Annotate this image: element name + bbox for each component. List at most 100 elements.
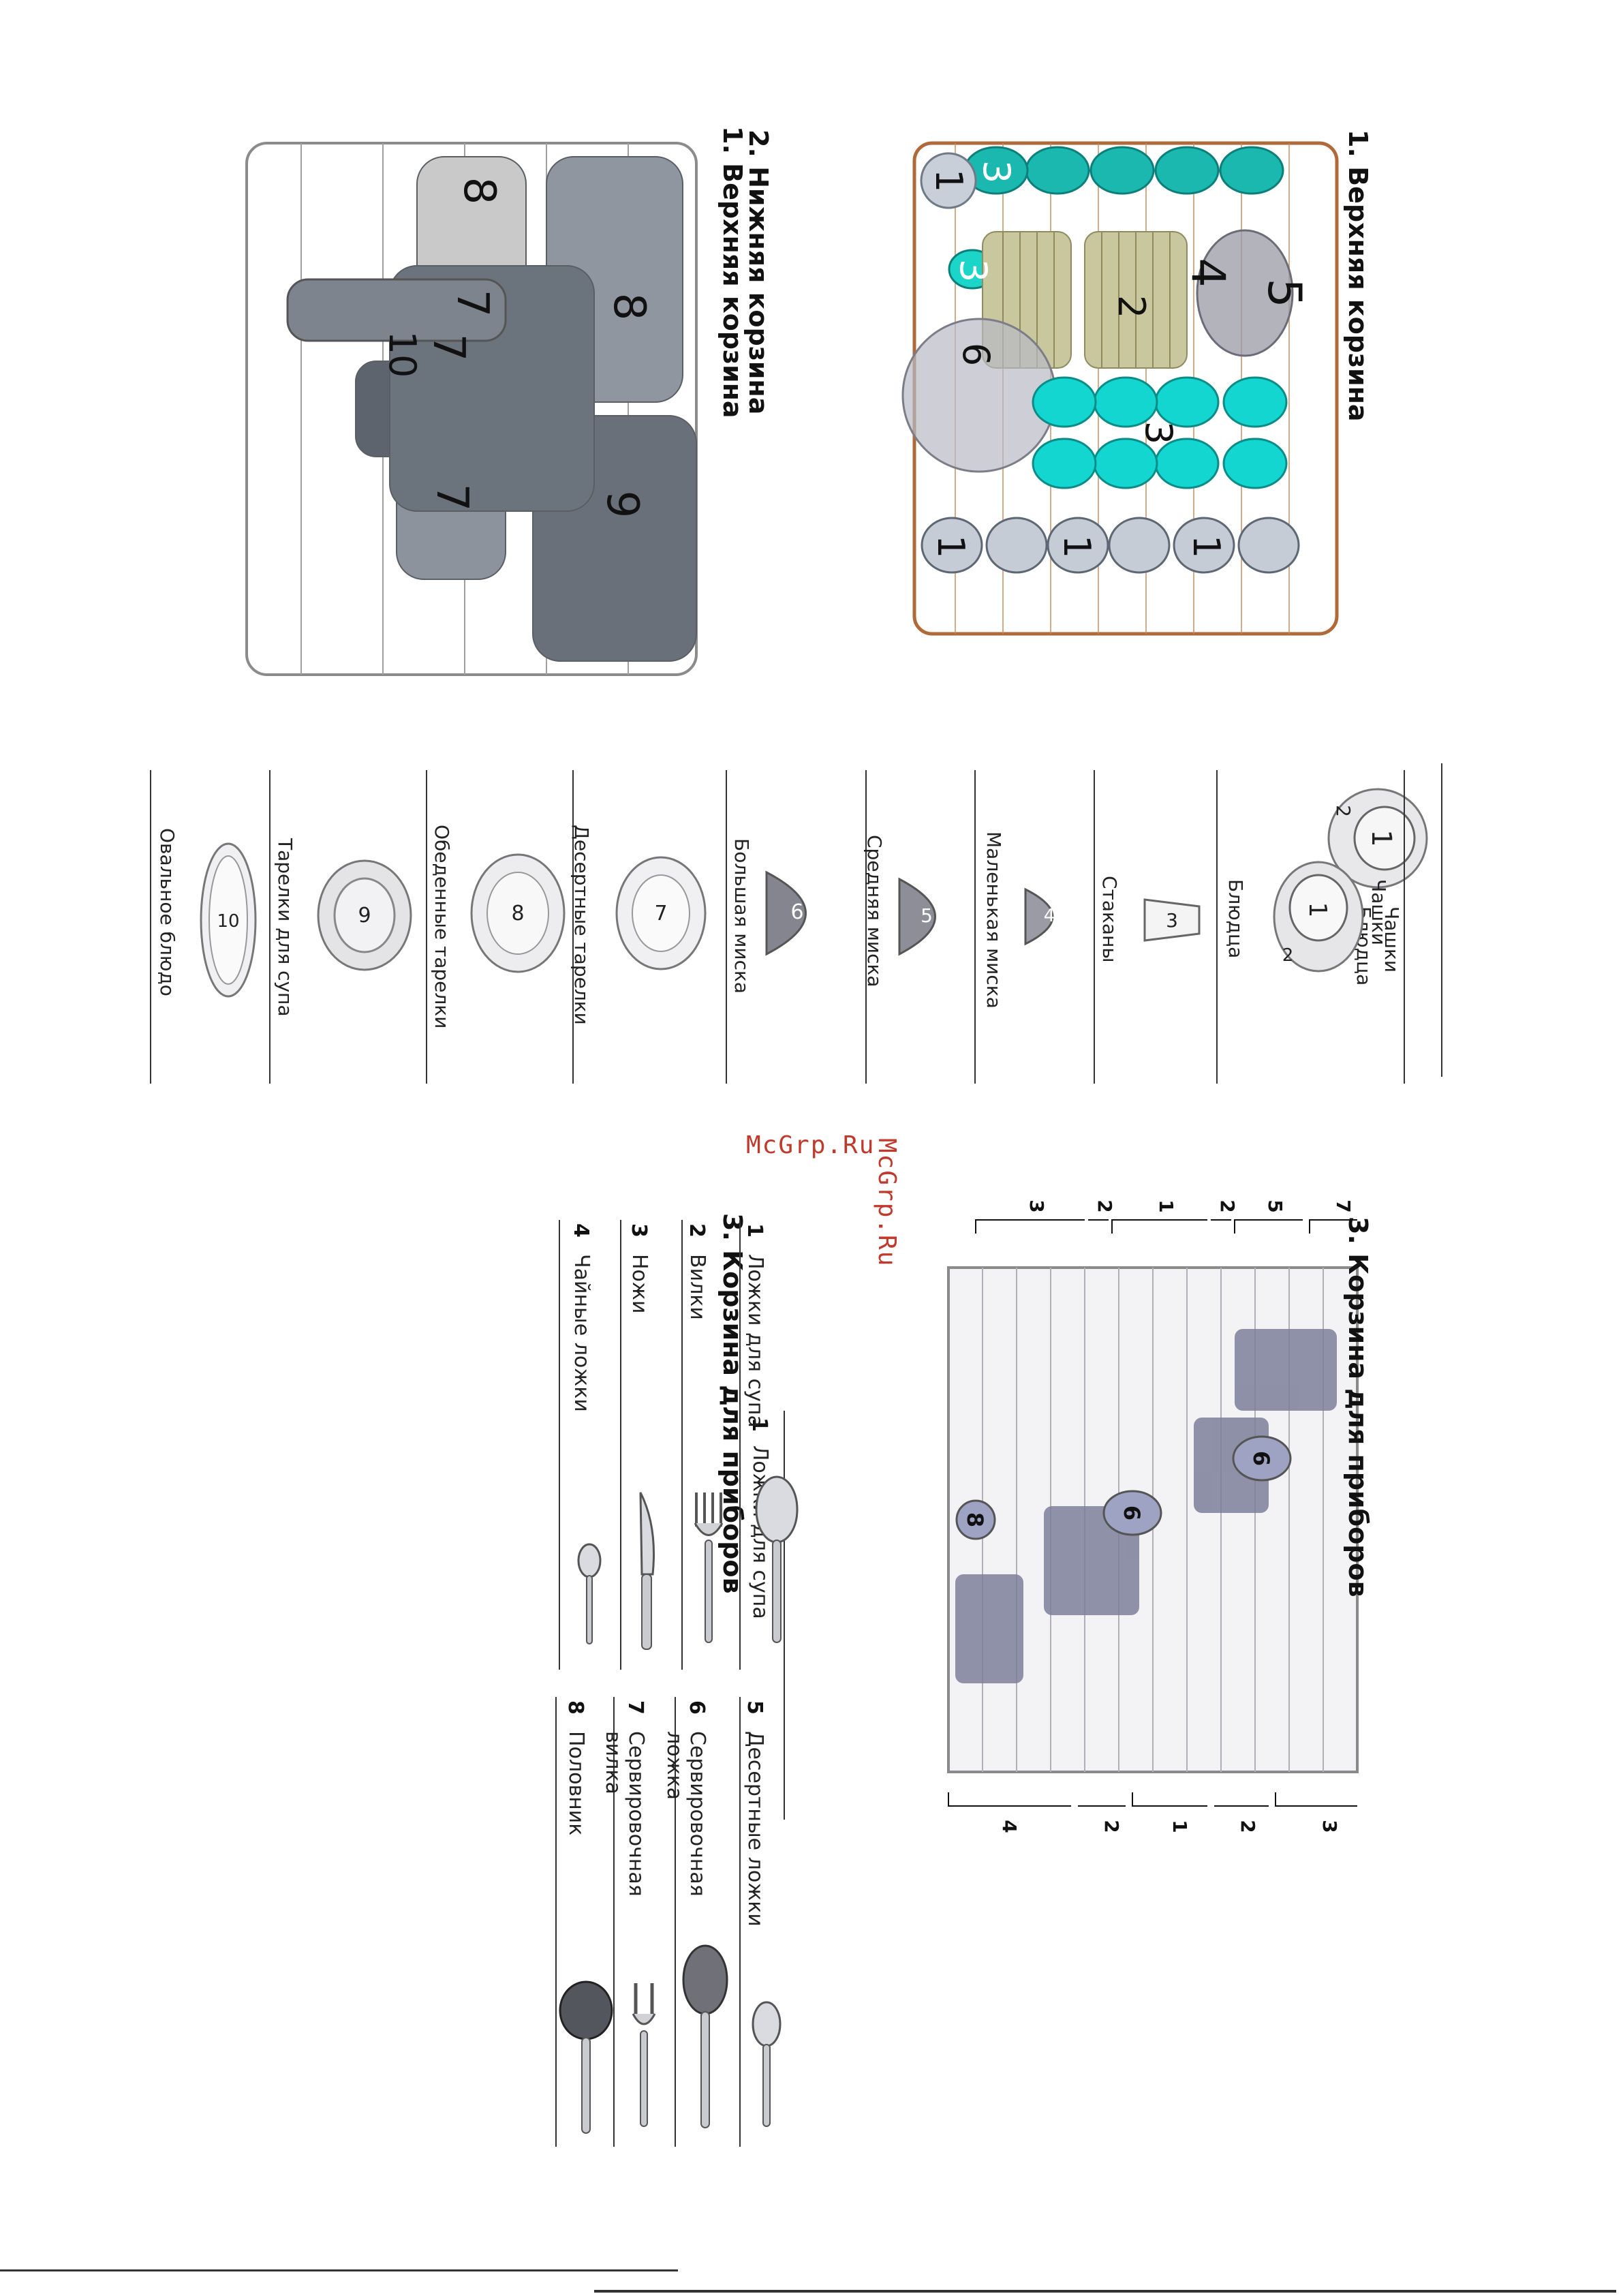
svg-text:2: 2 bbox=[1282, 945, 1294, 966]
cup-saucer-icon: 1 2 bbox=[1327, 788, 1428, 889]
title-lower-basket-portrait: 2. Нижняя корзина bbox=[743, 129, 773, 415]
serving-fork-icon bbox=[632, 1983, 656, 2127]
cutlery-num-1: 1 bbox=[743, 1223, 767, 1238]
glass-icon: 3 bbox=[1143, 898, 1201, 942]
legend-item-cups: 1 2 Чашки Блюдца bbox=[1316, 763, 1439, 1077]
upper-num-cup-a: 1 bbox=[1185, 535, 1228, 558]
legend-dinner-plates-label: Обеденные тарелки bbox=[431, 825, 453, 1029]
cutlery-num-6: 6 bbox=[685, 1700, 709, 1715]
ladle-shape bbox=[955, 1499, 996, 1540]
lower-num-7c: 7 bbox=[427, 484, 477, 512]
oval-platter-shape bbox=[286, 278, 507, 342]
cups-row bbox=[921, 517, 1300, 574]
svg-text:6: 6 bbox=[790, 900, 803, 924]
upper-num-glass-b: 3 bbox=[952, 259, 995, 282]
ladle-icon bbox=[559, 1980, 613, 2134]
cutlery-num-5: 5 bbox=[743, 1700, 767, 1715]
svg-text:9: 9 bbox=[358, 904, 371, 928]
bracket-top-2a: 2 bbox=[1216, 1199, 1239, 1212]
lower-rack-frame bbox=[245, 142, 698, 676]
serving-spoon-shape-b bbox=[1102, 1490, 1162, 1536]
upper-num-glass-a: 3 bbox=[975, 160, 1018, 183]
bracket-bottom-3: 3 bbox=[1318, 1820, 1341, 1833]
lower-num-7a: 7 bbox=[447, 290, 497, 318]
cutlery-num-spoon-a: 6 bbox=[1248, 1451, 1274, 1466]
svg-text:3: 3 bbox=[1166, 909, 1178, 932]
legend-medium-bowl-label: Средняя миска bbox=[863, 835, 886, 988]
legend-cups-label: Чашки bbox=[1367, 879, 1390, 946]
bracket-top-7: 7 bbox=[1332, 1199, 1355, 1212]
legend-small-bowl-label: Маленькая миска bbox=[983, 831, 1005, 1009]
svg-text:1: 1 bbox=[1303, 902, 1331, 918]
cutlery-basket-figure: 6 6 8 7 5 2 1 2 3 3 2 1 2 4 bbox=[947, 1199, 1359, 1833]
oval-platter-icon: 10 bbox=[200, 842, 257, 998]
cup-corner bbox=[920, 152, 977, 209]
lower-num-8a: 8 bbox=[454, 177, 504, 205]
large-bowl-icon: 6 bbox=[765, 870, 807, 956]
cutlery-num-2: 2 bbox=[685, 1223, 709, 1238]
bracket-bottom-1: 1 bbox=[1169, 1820, 1191, 1833]
legend-num-cups: 1 bbox=[1365, 829, 1397, 846]
bracket-lines bbox=[948, 1219, 1357, 1807]
legend-saucers-label: Блюдца bbox=[1224, 879, 1247, 959]
lower-num-7b: 7 bbox=[423, 334, 474, 362]
cutlery-label-7: Сервировочная вилка bbox=[601, 1731, 648, 1897]
glasses-row-top bbox=[963, 146, 1284, 195]
cutlery-num-ladle: 8 bbox=[962, 1512, 988, 1527]
title-cutlery-basket-portrait: 3. Корзина для приборов bbox=[1343, 1216, 1373, 1597]
cutlery-label-1: Ложки для супа bbox=[743, 1254, 767, 1428]
fork-icon bbox=[694, 1493, 724, 1643]
svg-text:4: 4 bbox=[1044, 906, 1055, 926]
upper-num-bowl-small: 4 bbox=[1181, 258, 1235, 287]
footer-rule bbox=[0, 2269, 678, 2271]
cutlery-num-7: 7 bbox=[623, 1700, 647, 1715]
svg-text:7: 7 bbox=[654, 902, 667, 925]
dessert-plate-icon: 7 bbox=[615, 856, 707, 970]
legend-dessert-plates-label: Десертные тарелки bbox=[570, 825, 593, 1025]
upper-num-cup-b: 1 bbox=[1055, 535, 1098, 558]
cutlery-label-2: Вилки bbox=[685, 1254, 709, 1320]
dinner-plate-icon: 8 bbox=[470, 853, 566, 973]
title-upper-basket-portrait: 1. Верхняя корзина bbox=[1343, 129, 1373, 422]
upper-num-cup-d: 1 bbox=[927, 169, 970, 192]
knife-icon bbox=[639, 1492, 655, 1650]
svg-text:5: 5 bbox=[921, 904, 933, 927]
svg-text:10: 10 bbox=[217, 911, 239, 932]
bracket-top-5: 5 bbox=[1264, 1199, 1286, 1212]
cutlery-label-5: Десертные ложки bbox=[743, 1731, 767, 1927]
upper-num-cup-c: 1 bbox=[929, 535, 972, 558]
teaspoon-icon bbox=[577, 1543, 602, 1644]
svg-text:8: 8 bbox=[511, 902, 524, 925]
soup-plate-icon: 9 bbox=[317, 859, 412, 971]
cutlery-num-8: 8 bbox=[563, 1700, 587, 1715]
bracket-bottom-2a: 2 bbox=[1237, 1820, 1259, 1833]
legend-glasses-label: Стаканы bbox=[1098, 876, 1121, 963]
cutlery-label-3: Ножи bbox=[628, 1254, 651, 1314]
cup-saucer-icon: 1 2 bbox=[1273, 861, 1364, 973]
soup-spoon-icon bbox=[755, 1475, 799, 1643]
upper-num-bowl-big: 6 bbox=[955, 343, 998, 366]
watermark-portrait: McGrp.Ru bbox=[746, 1131, 876, 1159]
cutlery-label-6: Сервировочная ложка bbox=[662, 1731, 709, 1897]
upper-num-glass-c: 3 bbox=[1137, 421, 1180, 444]
serving-spoon-shape-a bbox=[1232, 1435, 1292, 1482]
cutlery-num-4: 4 bbox=[569, 1223, 593, 1238]
cutlery-num-3: 3 bbox=[627, 1223, 651, 1238]
cutlery-label-8: Половник bbox=[564, 1731, 588, 1836]
legend-large-bowl-label: Большая миска bbox=[730, 838, 753, 994]
upper-num-bowl-mid: 5 bbox=[1257, 278, 1311, 307]
glasses-grid bbox=[1032, 376, 1288, 489]
dish-legend: 1 2 Чашки Блюдца bbox=[22, 763, 1439, 1077]
legend-oval-platter-label: Овальное блюдо bbox=[156, 828, 179, 996]
bowl-nested bbox=[1196, 229, 1294, 357]
legend-num-saucers: 2 bbox=[1332, 805, 1355, 817]
legend-soup-plates-label: Тарелки для супа bbox=[274, 838, 296, 1017]
small-bowl-icon: 4 bbox=[1024, 887, 1055, 946]
bracket-top-1: 1 bbox=[1155, 1199, 1177, 1212]
bracket-bottom-4: 4 bbox=[998, 1820, 1021, 1833]
bracket-top-2b: 2 bbox=[1094, 1199, 1116, 1212]
serving-spoon-icon bbox=[682, 1944, 728, 2128]
medium-bowl-icon: 5 bbox=[898, 877, 936, 956]
